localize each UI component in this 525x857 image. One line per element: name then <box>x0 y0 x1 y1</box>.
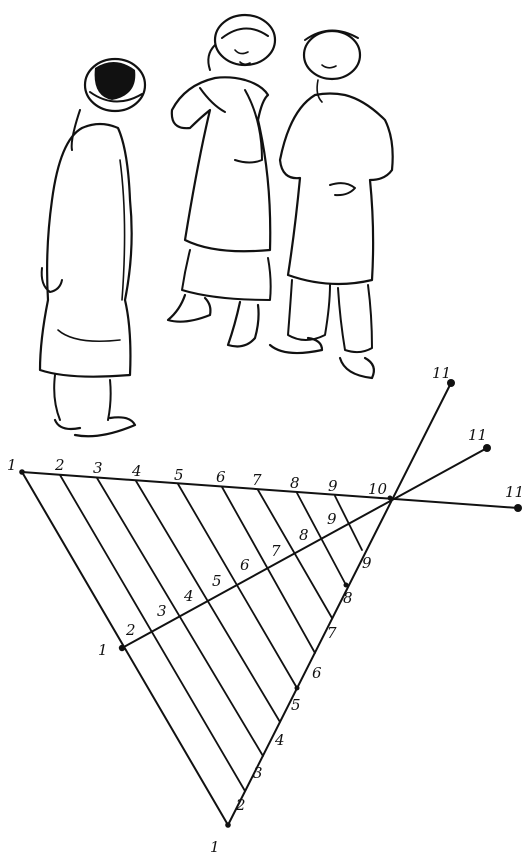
parallel-8 <box>296 492 347 586</box>
point-bottom-1 <box>225 822 231 828</box>
top-label-8: 8 <box>290 474 300 492</box>
top-label-5: 5 <box>174 466 184 484</box>
child-middle <box>166 13 277 348</box>
line-bottom <box>227 382 452 826</box>
bottom-label-8: 8 <box>343 589 353 607</box>
middle-label-9: 9 <box>327 510 337 528</box>
middle-label-7: 7 <box>271 542 281 560</box>
top-label-2: 2 <box>54 456 65 474</box>
top-label-10: 10 <box>368 480 388 498</box>
point-end-middle <box>483 444 491 452</box>
point-end-top <box>447 379 455 387</box>
child-right <box>268 29 394 380</box>
point-intersection <box>387 495 393 501</box>
bottom-label-2: 2 <box>235 796 246 814</box>
point-apex-1 <box>19 469 25 475</box>
division-diagram: 1 2 3 4 5 6 7 8 9 10 11 1 2 3 4 5 6 7 8 … <box>7 364 524 856</box>
parallel-6 <box>221 486 316 654</box>
parallel-5 <box>177 483 298 689</box>
parallel-9 <box>334 495 363 551</box>
bottom-label-1: 1 <box>210 838 220 856</box>
top-label-11: 11 <box>505 483 524 501</box>
line-middle <box>121 447 488 649</box>
top-label-9: 9 <box>328 477 338 495</box>
bottom-label-7: 7 <box>327 624 337 642</box>
bottom-label-5: 5 <box>291 696 301 714</box>
point-end-right <box>514 504 522 512</box>
top-label-3: 3 <box>93 459 103 477</box>
middle-label-6: 6 <box>240 556 250 574</box>
child-left <box>38 57 147 438</box>
top-label-4: 4 <box>131 462 142 480</box>
parallel-2 <box>59 474 246 792</box>
middle-label-11: 11 <box>468 426 487 444</box>
bottom-label-6: 6 <box>312 664 322 682</box>
parallel-4 <box>135 480 281 723</box>
middle-label-4: 4 <box>183 587 194 605</box>
bottom-label-3: 3 <box>253 764 263 782</box>
parallel-3 <box>96 477 264 757</box>
top-label-7: 7 <box>252 471 262 489</box>
bottom-label-11: 11 <box>432 364 451 382</box>
line-top <box>21 471 519 509</box>
parallel-7 <box>257 489 333 619</box>
middle-label-3: 3 <box>157 602 167 620</box>
middle-label-5: 5 <box>212 572 222 590</box>
point-middle-1 <box>118 644 126 652</box>
bottom-label-4: 4 <box>274 731 285 749</box>
children-illustration <box>38 13 394 438</box>
point-bottom-8 <box>343 582 349 588</box>
middle-label-2: 2 <box>125 621 136 639</box>
bottom-label-9: 9 <box>362 554 372 572</box>
top-label-6: 6 <box>216 468 226 486</box>
point-bottom-6 <box>294 685 300 691</box>
top-label-1: 1 <box>7 456 17 474</box>
middle-label-8: 8 <box>299 526 309 544</box>
middle-label-1: 1 <box>98 641 108 659</box>
